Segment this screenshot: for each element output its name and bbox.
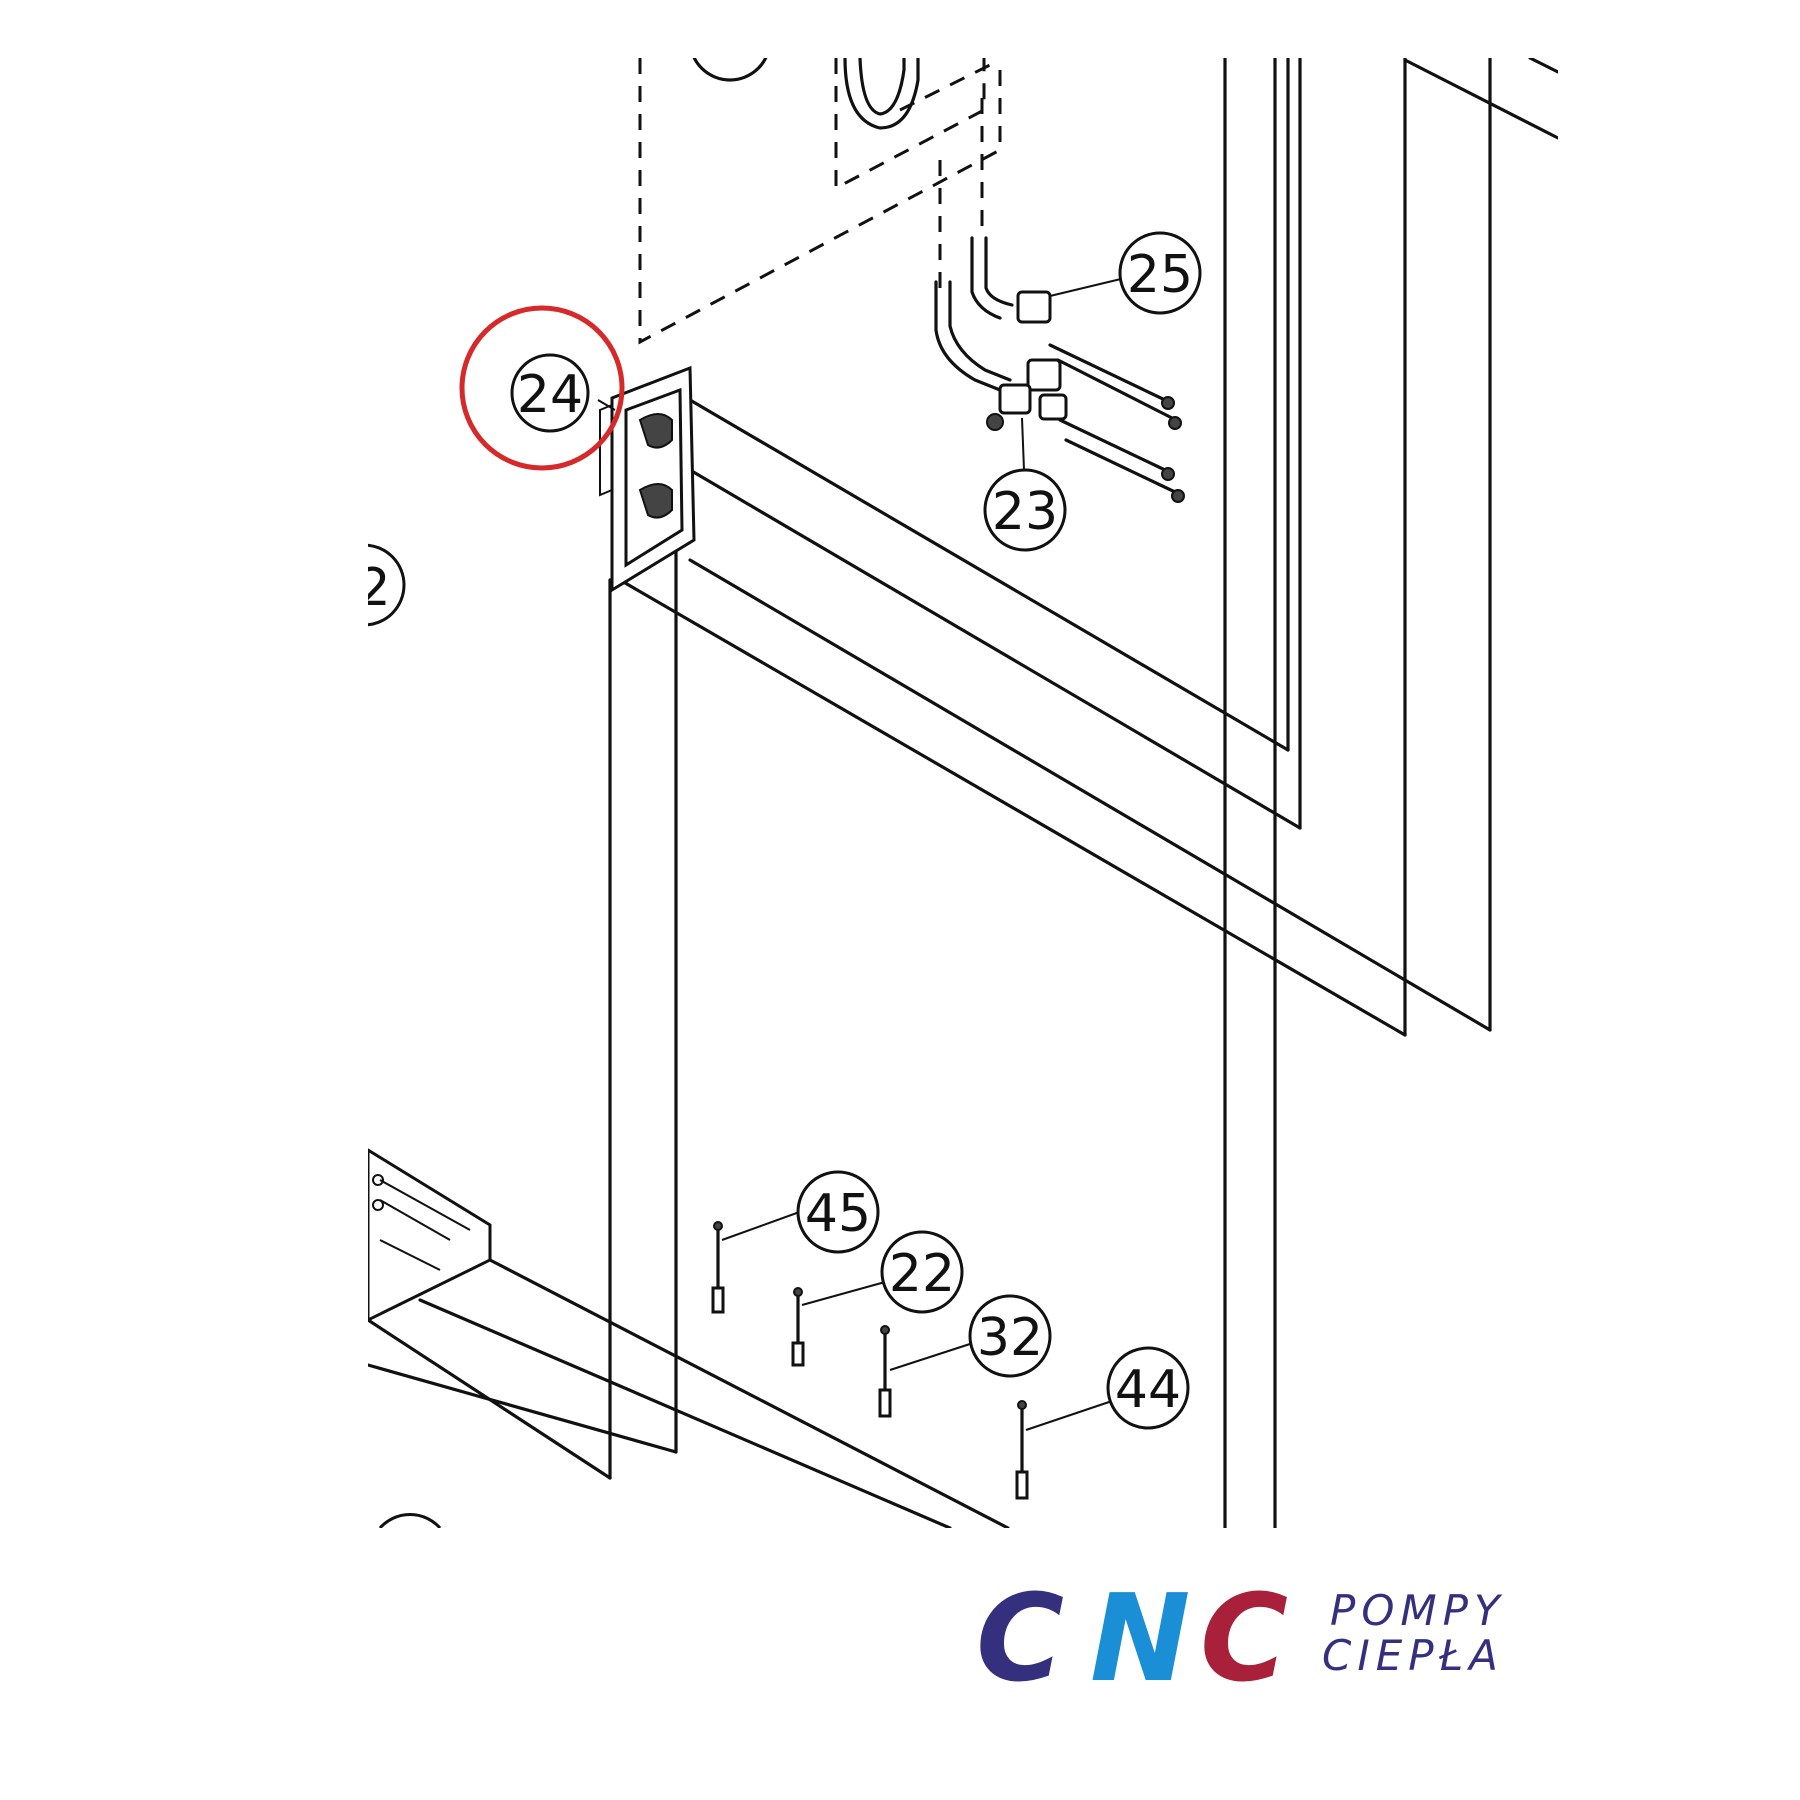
logo-letter-n: N bbox=[1090, 1570, 1190, 1709]
highlight-ring bbox=[459, 305, 625, 471]
callout-24-label: 24 bbox=[517, 365, 583, 425]
callout-45: 45 bbox=[796, 1170, 880, 1254]
logo-letter-c: C bbox=[976, 1570, 1064, 1709]
partial-callout: 2 bbox=[357, 543, 406, 627]
callout-32: 32 bbox=[968, 1294, 1052, 1378]
callout-23-label: 23 bbox=[992, 482, 1058, 542]
leader-lines bbox=[597, 277, 1126, 1431]
valve-assembly bbox=[934, 236, 1185, 503]
base-plate bbox=[368, 1148, 492, 1528]
temperature-sensors bbox=[711, 1221, 1029, 1500]
logo-text-ciepla: CIEPŁA bbox=[1322, 1631, 1504, 1680]
callout-44-label: 44 bbox=[1115, 1360, 1181, 1420]
pipe-top bbox=[692, 58, 920, 130]
sensor-32 bbox=[878, 1325, 892, 1418]
diagonal-guides bbox=[368, 398, 1492, 1528]
panel-lines-right bbox=[1223, 58, 1558, 1528]
company-logo: C N C POMPY CIEPŁA bbox=[976, 1570, 1506, 1709]
callout-45-label: 45 bbox=[805, 1184, 871, 1244]
sensor-45 bbox=[711, 1221, 725, 1314]
partial-callout-label: 2 bbox=[357, 558, 390, 618]
callout-23: 23 bbox=[983, 468, 1067, 552]
callout-25: 25 bbox=[1118, 231, 1202, 315]
callout-44: 44 bbox=[1106, 1346, 1190, 1430]
diagram-linework: 2 bbox=[357, 58, 1558, 1528]
callout-24: 24 bbox=[510, 353, 590, 433]
sensor-22 bbox=[791, 1287, 805, 1367]
logo-text-pompy: POMPY bbox=[1330, 1586, 1506, 1635]
callout-22: 22 bbox=[880, 1230, 964, 1314]
logo-letter-c2: C bbox=[1200, 1570, 1288, 1709]
heat-exchanger-bracket bbox=[599, 365, 696, 593]
callout-32-label: 32 bbox=[977, 1308, 1043, 1368]
callout-25-label: 25 bbox=[1127, 245, 1193, 305]
sensor-44 bbox=[1015, 1400, 1029, 1500]
dashed-outline bbox=[638, 58, 1002, 345]
callout-22-label: 22 bbox=[889, 1244, 955, 1304]
